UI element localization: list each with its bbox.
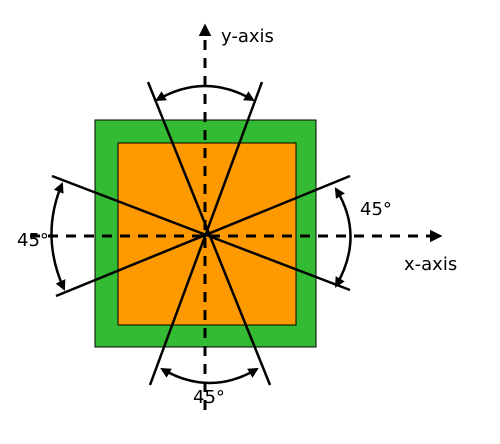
angle-label-bottom: 45° [193, 387, 225, 408]
angle-arc-top [155, 84, 255, 102]
angle-arc-left [50, 182, 66, 291]
angle-label-right: 45° [360, 199, 392, 220]
angle-arc-bottom [160, 367, 259, 385]
shallow-line-down [51, 174, 351, 292]
angle-arc-right [334, 187, 352, 288]
y-axis-label: y-axis [221, 26, 274, 47]
x-axis-label: x-axis [404, 254, 457, 275]
angle-label-left: 45° [17, 230, 49, 251]
shallow-line-up [55, 174, 351, 298]
